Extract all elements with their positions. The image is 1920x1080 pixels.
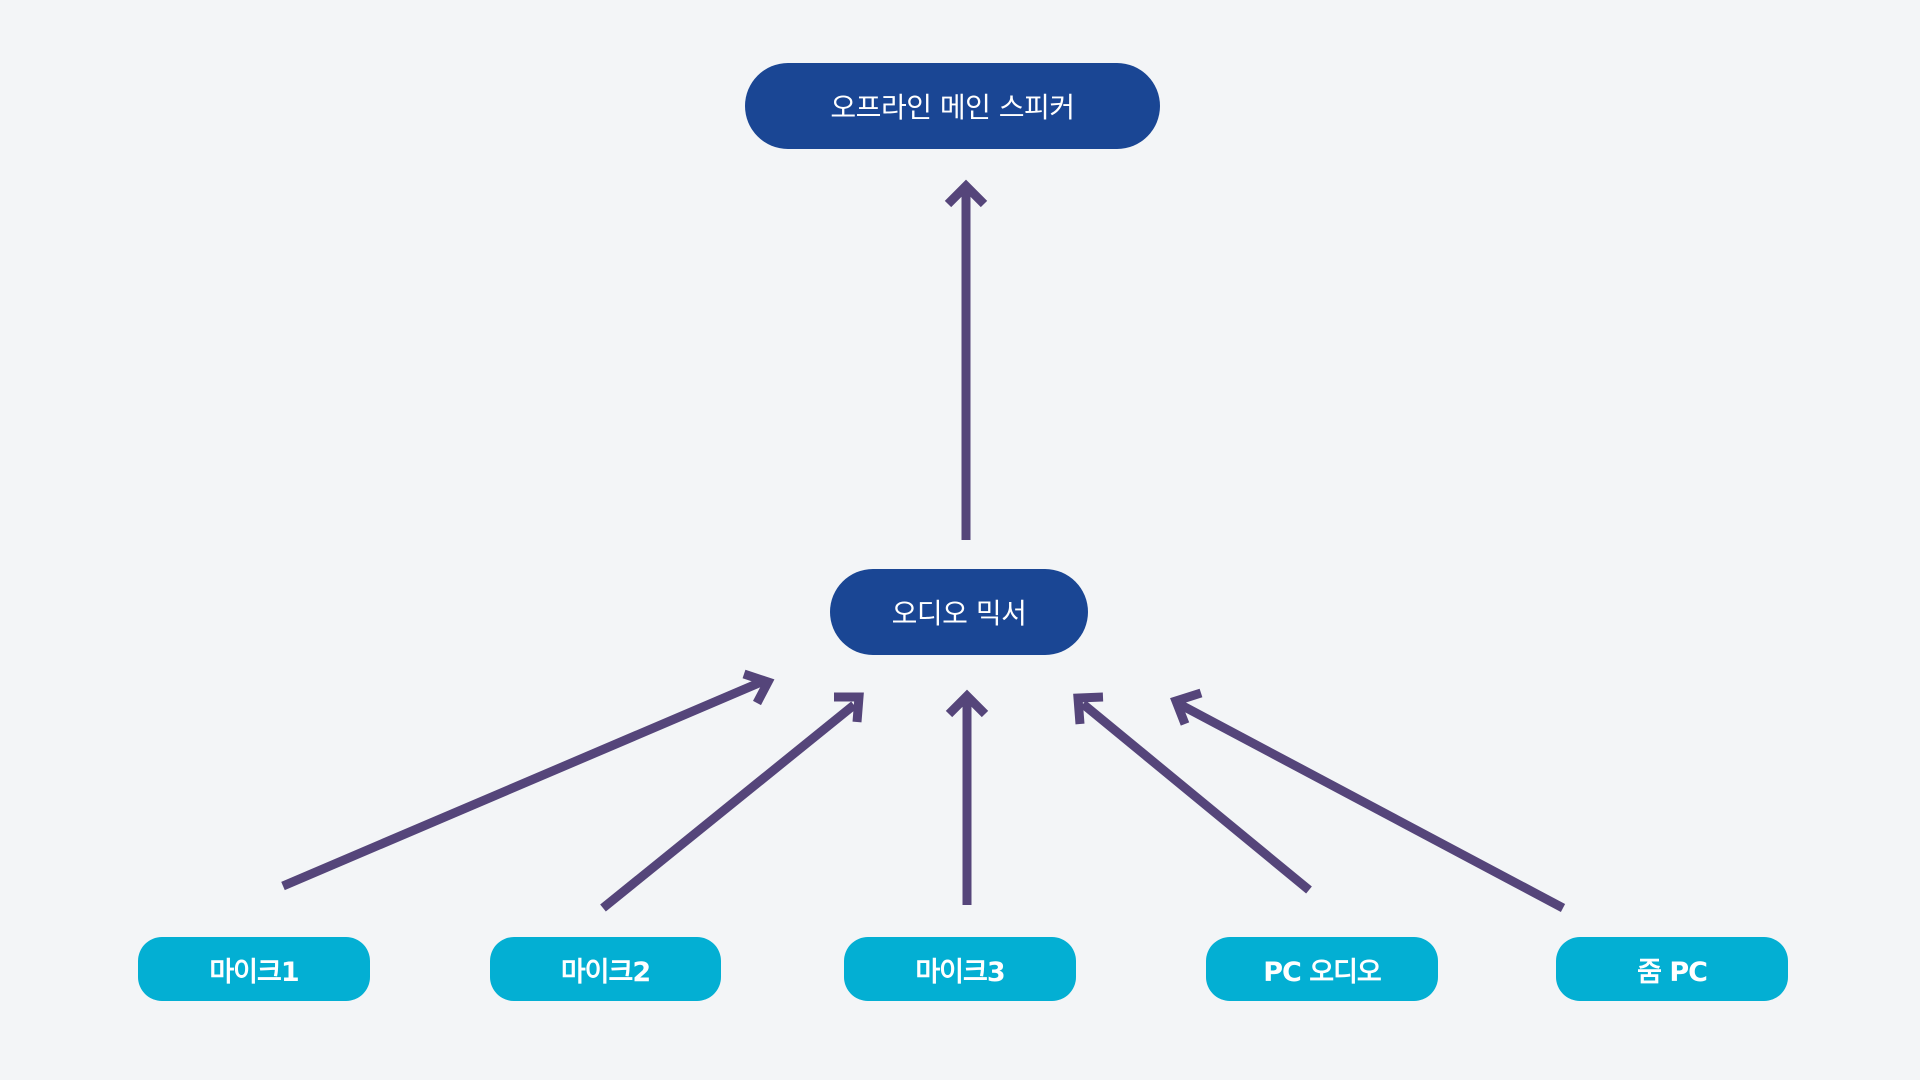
arrow-zoom-pc-to-mixer bbox=[1170, 688, 1566, 912]
zoom-pc-node: 줌 PC bbox=[1556, 937, 1788, 1001]
zoom-pc-label: 줌 PC bbox=[1637, 956, 1708, 988]
mic1-label: 마이크1 bbox=[209, 956, 299, 988]
mic2-node: 마이크2 bbox=[490, 937, 721, 1001]
arrow-mixer-to-speaker bbox=[944, 179, 988, 540]
offline-main-speaker-label: 오프라인 메인 스피커 bbox=[830, 91, 1075, 124]
arrow-pc-audio-to-mixer bbox=[1073, 692, 1312, 894]
mic1-node: 마이크1 bbox=[138, 937, 370, 1001]
pc-audio-label: PC 오디오 bbox=[1263, 956, 1382, 988]
audio-mixer-label: 오디오 믹서 bbox=[891, 597, 1027, 630]
audio-mixer-node: 오디오 믹서 bbox=[830, 569, 1088, 655]
arrow-mic1-to-mixer bbox=[281, 669, 775, 891]
arrow-mic2-to-mixer bbox=[600, 692, 864, 912]
offline-main-speaker-node: 오프라인 메인 스피커 bbox=[745, 63, 1160, 149]
pc-audio-node: PC 오디오 bbox=[1206, 937, 1438, 1001]
mic3-node: 마이크3 bbox=[844, 937, 1076, 1001]
mic3-label: 마이크3 bbox=[915, 956, 1005, 988]
arrow-mic3-to-mixer bbox=[945, 689, 989, 905]
mic2-label: 마이크2 bbox=[560, 956, 651, 988]
